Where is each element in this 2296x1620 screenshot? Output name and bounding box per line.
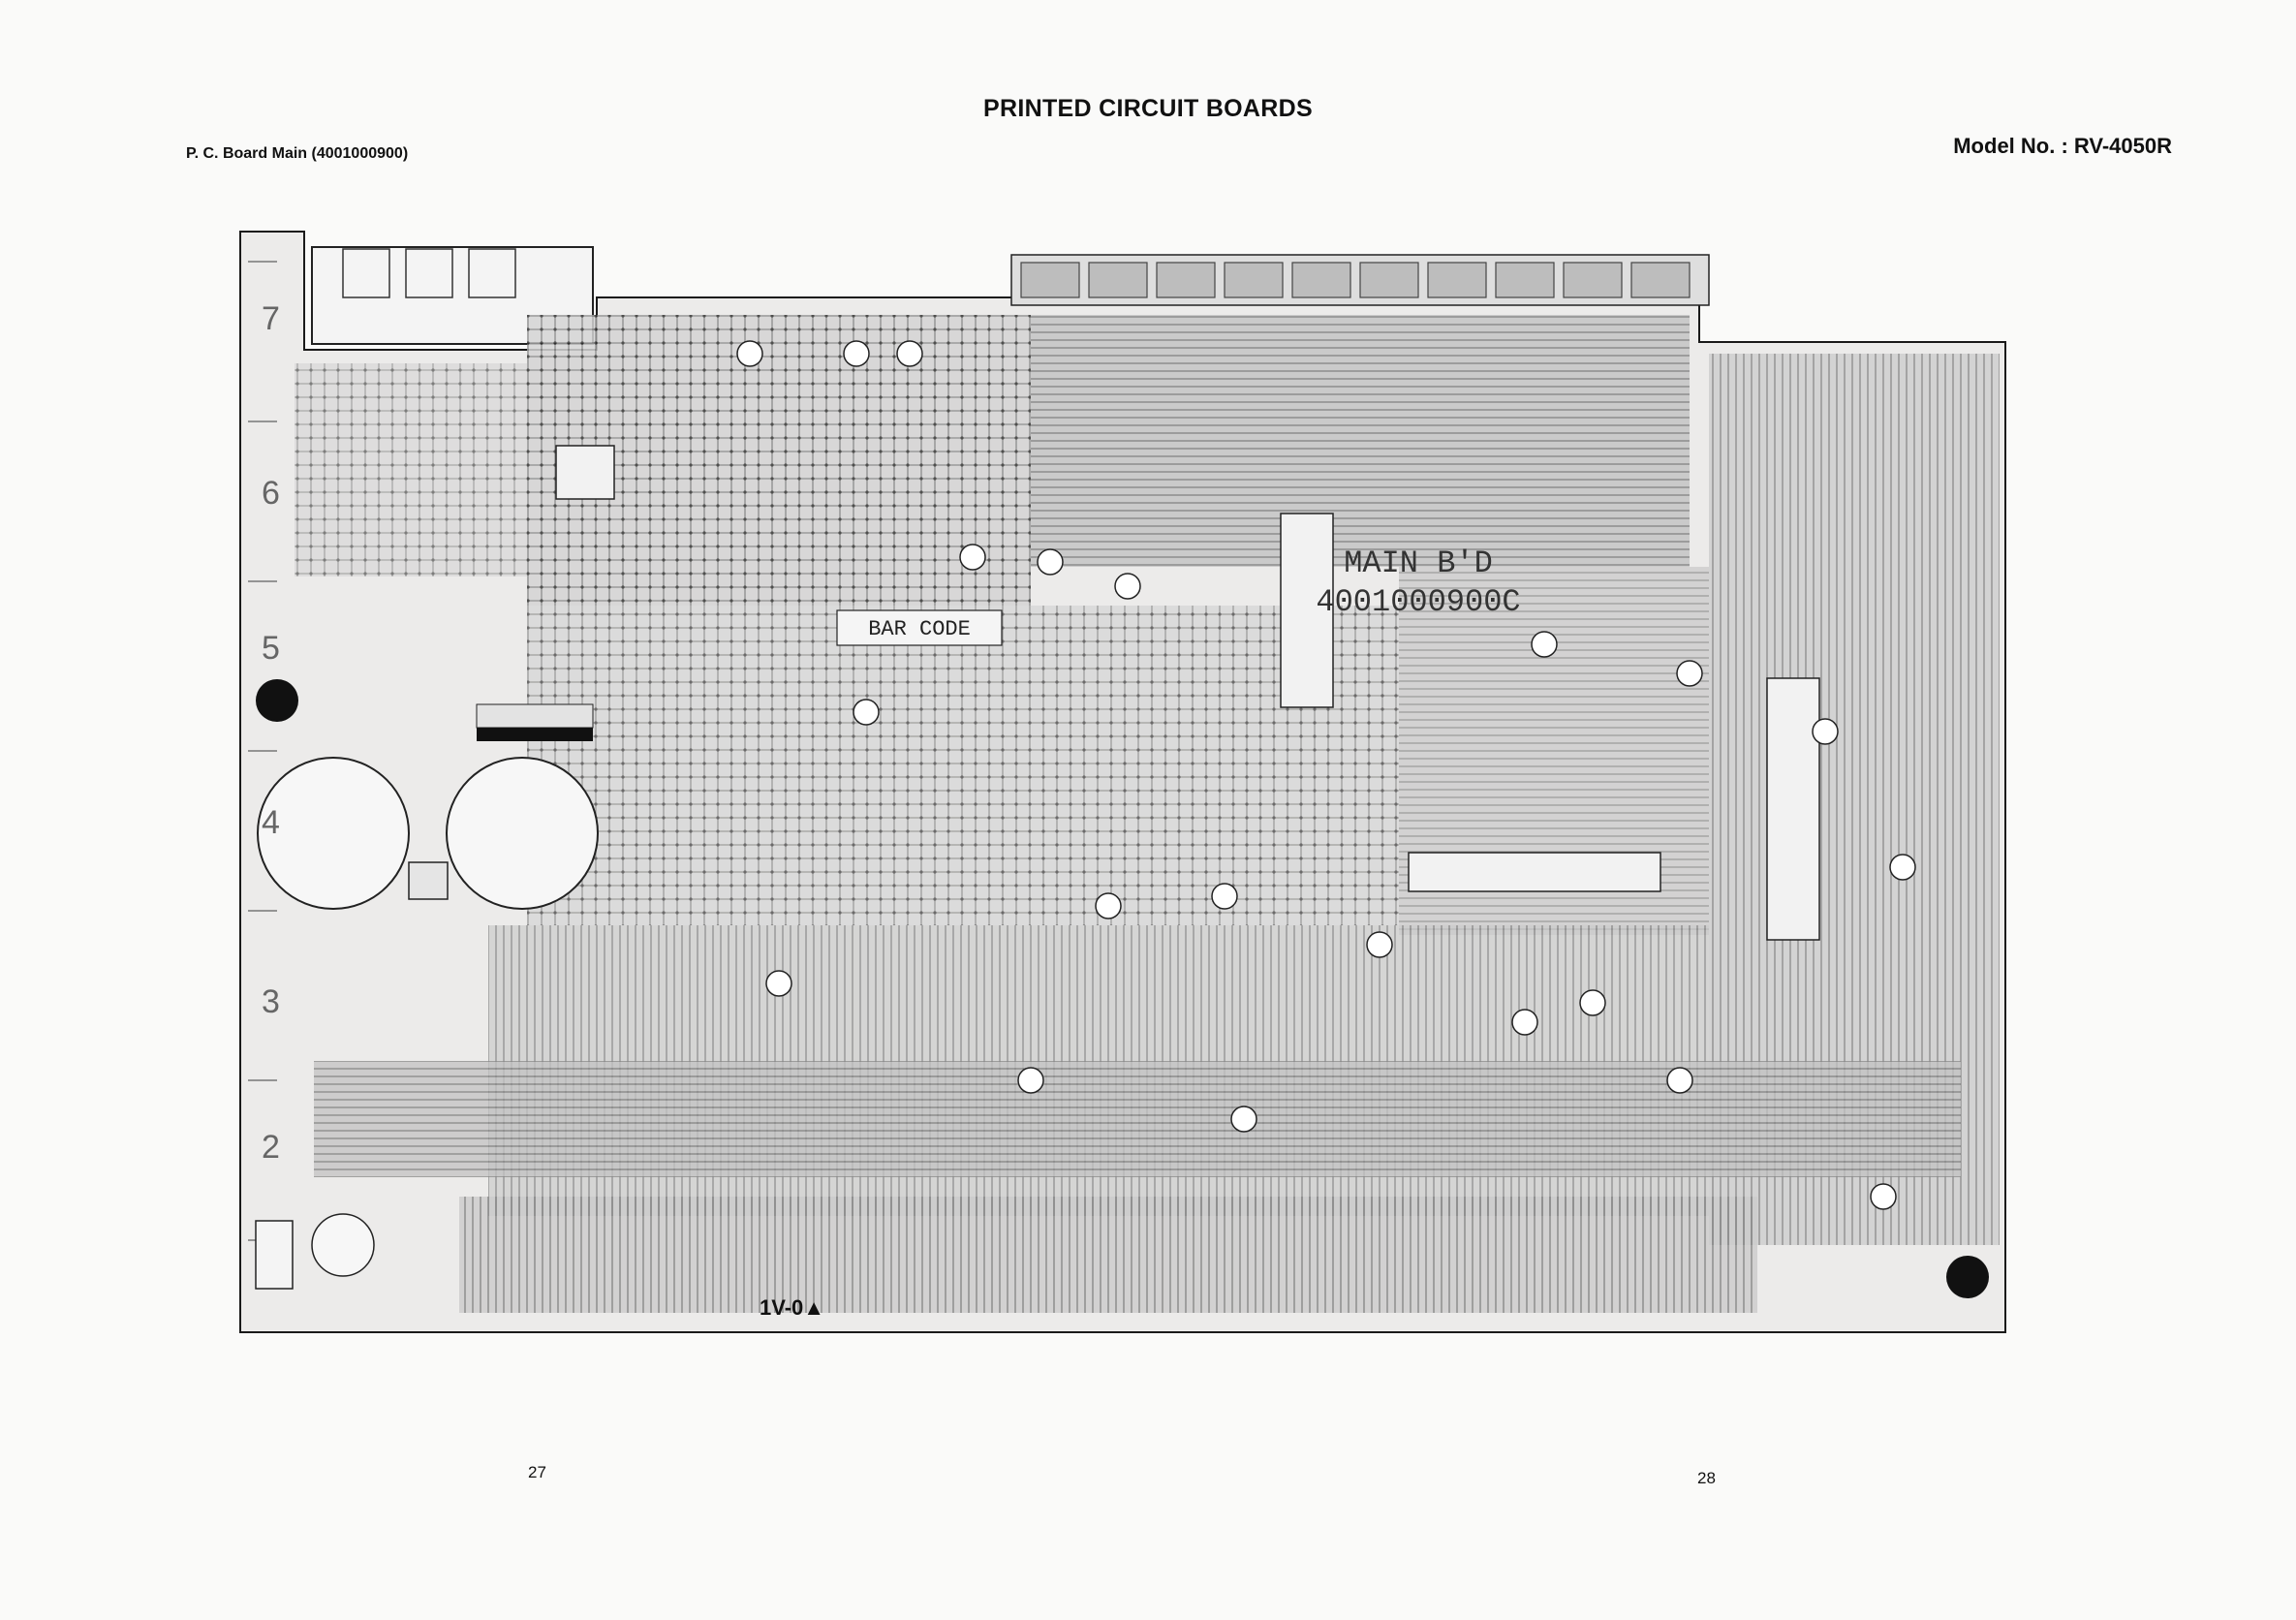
capacitor-c335	[447, 758, 598, 909]
page-title: PRINTED CIRCUIT BOARDS	[0, 95, 2296, 123]
ic-left	[556, 446, 614, 499]
row-marker-5: 5	[262, 630, 280, 667]
capacitor-c334	[258, 758, 409, 909]
row-marker-4: 4	[262, 804, 280, 841]
row-marker-3: 3	[262, 983, 280, 1020]
page-number-left: 27	[528, 1463, 546, 1482]
ic-right	[1767, 678, 1819, 940]
page-number-right: 28	[1697, 1469, 1716, 1488]
row-marker-6: 6	[262, 475, 280, 512]
silkscreen-part-number: 4001000900C	[1316, 584, 1520, 620]
row-marker-7: 7	[262, 300, 280, 337]
pcb-layout-diagram: BAR CODE MAIN B'D 4001000900C 1V-0▲ 7 6 …	[236, 228, 2009, 1337]
model-number: Model No. : RV-4050R	[1953, 134, 2172, 159]
mounting-hole-left	[256, 679, 298, 722]
board-edge	[236, 228, 308, 231]
row-marker-2: 2	[262, 1129, 280, 1166]
board-label: P. C. Board Main (4001000900)	[186, 145, 408, 163]
mounting-hole-right	[1946, 1256, 1989, 1298]
silkscreen-main-bd: MAIN B'D	[1344, 545, 1493, 581]
ic-mid	[1409, 853, 1660, 891]
ul-mark-label: 1V-0▲	[760, 1295, 824, 1320]
bar-code-label: BAR CODE	[868, 617, 971, 641]
